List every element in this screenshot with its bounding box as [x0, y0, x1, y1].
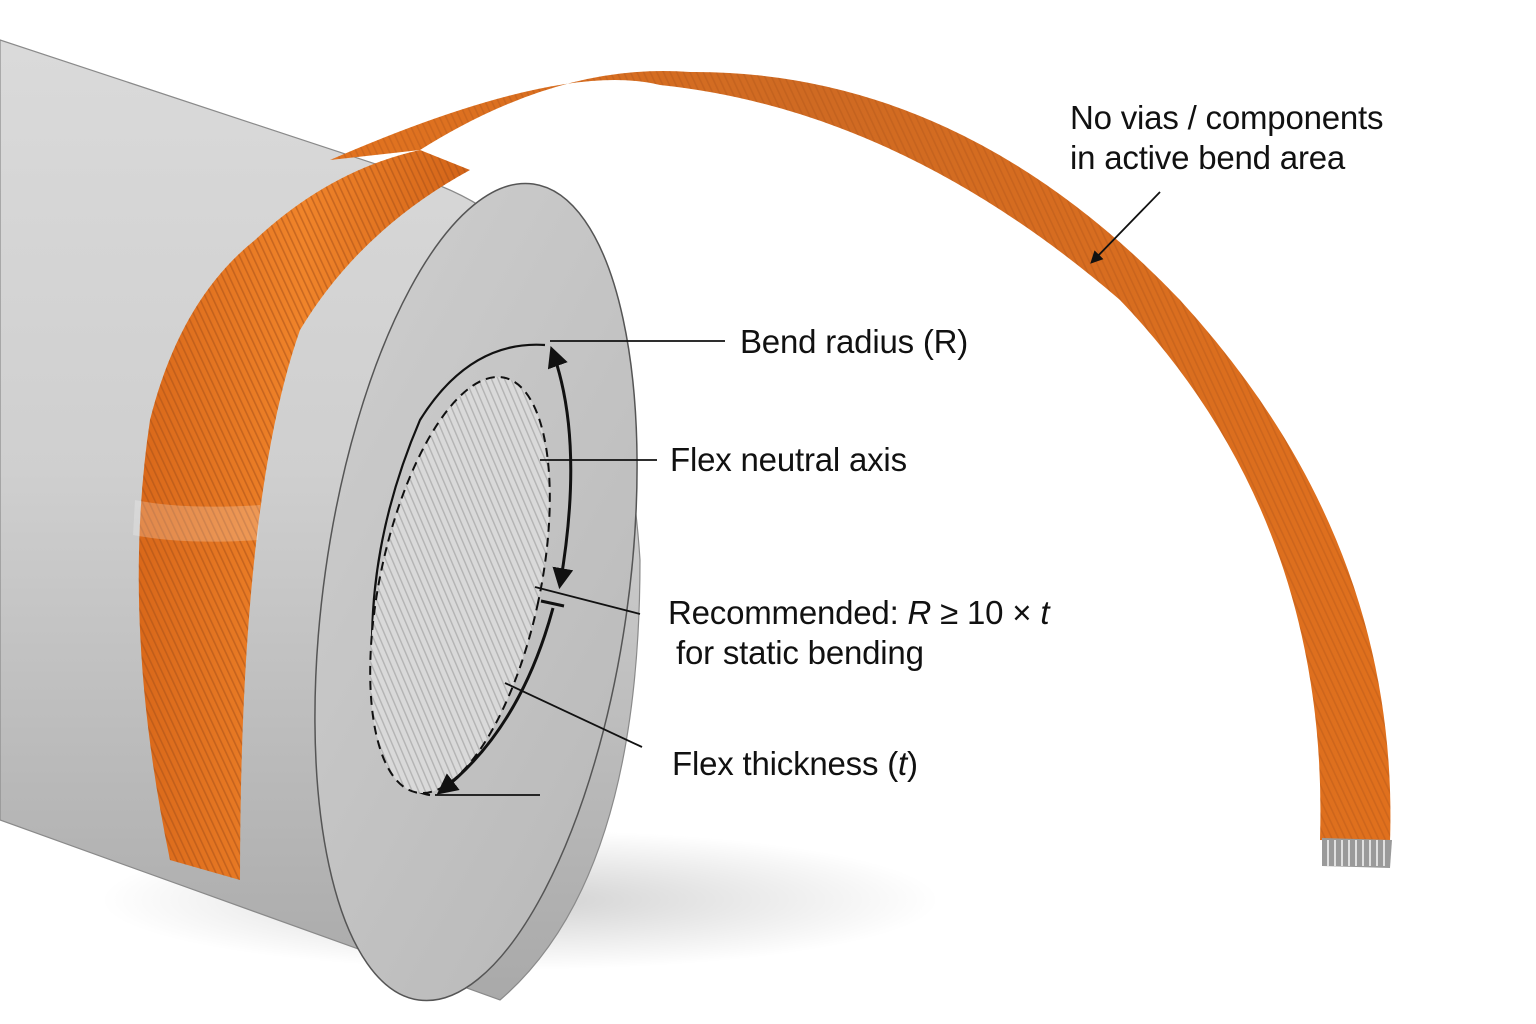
bend-radius-arrow-upper: [547, 346, 574, 590]
leader-lines: [435, 191, 1161, 796]
no-vias-label: No vias / components in active bend area: [1070, 98, 1384, 178]
recommended-line1: Recommended: R ≥ 10 × t: [668, 593, 1050, 633]
bend-radius-arrow-lower: [436, 607, 555, 795]
flex-connector-fingers: [1322, 838, 1392, 868]
thickness-suffix: ): [907, 745, 918, 782]
recommended-label: Recommended: R ≥ 10 × t for static bendi…: [668, 593, 1050, 673]
neutral-axis-label: Flex neutral axis: [670, 441, 907, 478]
thickness-label: Flex thickness (t): [672, 744, 918, 784]
recommended-op: ≥ 10 ×: [931, 594, 1041, 631]
recommended-t: t: [1040, 594, 1050, 631]
recommended-line2: for static bending: [676, 634, 924, 671]
bend-radius-label: Bend radius (R): [740, 323, 969, 360]
neutral-axis-dashed-outline: [369, 375, 551, 795]
recommended-R: R: [907, 594, 932, 631]
no-vias-line2: in active bend area: [1070, 139, 1346, 176]
thickness-prefix: Flex thickness (: [672, 745, 899, 782]
recommended-prefix: Recommended:: [668, 594, 908, 631]
thickness-tick: [540, 599, 565, 608]
thickness-t: t: [898, 745, 907, 782]
flex-band-traces: [138, 150, 470, 880]
no-vias-line1: No vias / components: [1070, 99, 1384, 136]
